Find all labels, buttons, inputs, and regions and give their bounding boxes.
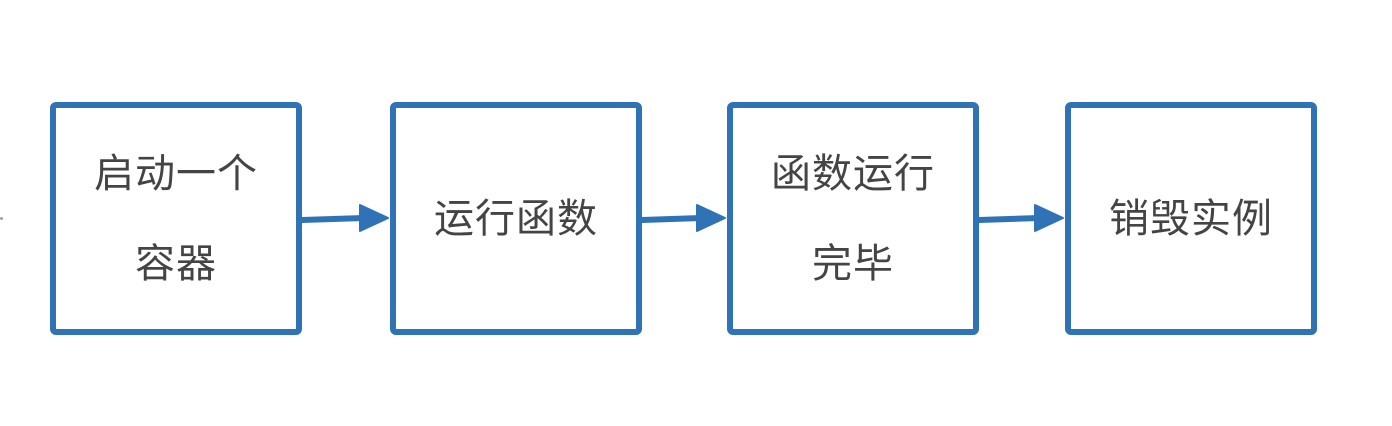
arrow-icon (642, 198, 727, 238)
step-function-finished-label: 函数运行 完毕 (771, 150, 935, 287)
step-start-container: 启动一个 容器 (50, 102, 302, 335)
step-start-container-label: 启动一个 容器 (94, 150, 258, 287)
step-destroy-instance-label: 销毁实例 (1109, 195, 1273, 242)
step-function-finished: 函数运行 完毕 (727, 102, 979, 335)
step-destroy-instance: 销毁实例 (1065, 102, 1317, 335)
arrow-icon (302, 198, 390, 238)
arrow-icon (979, 198, 1065, 238)
stray-dot (0, 217, 3, 220)
step-run-function-label: 运行函数 (434, 195, 598, 242)
step-run-function: 运行函数 (390, 102, 642, 335)
